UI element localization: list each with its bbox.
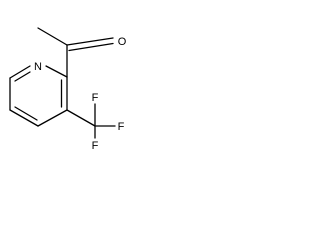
chemical-structure: N O F F F <box>9 27 127 152</box>
fluorine-atom-label-bottom: F <box>92 140 99 152</box>
fluorine-atom-label-right: F <box>118 121 125 133</box>
oxygen-atom-label: O <box>118 36 127 48</box>
ring-bond-c6-n <box>9 65 31 79</box>
nitrogen-atom-label: N <box>34 61 42 73</box>
ring-double-bond-c6-n-inner <box>14 71 31 82</box>
carbonyl-double-bond-inner <box>68 42 114 52</box>
carbonyl-double-bond-outer <box>66 37 114 46</box>
ring-bond-c4-c5 <box>9 109 39 127</box>
ring-bond-n-c2 <box>45 65 68 78</box>
bond-c3-cf3-carbon <box>66 109 96 127</box>
fluorine-atom-label-top: F <box>92 92 99 104</box>
ring-double-bond-c4-c5-inner <box>14 106 38 121</box>
ring-bond-c3-c4 <box>37 109 68 127</box>
bond-carbonyl-methyl <box>37 27 68 46</box>
